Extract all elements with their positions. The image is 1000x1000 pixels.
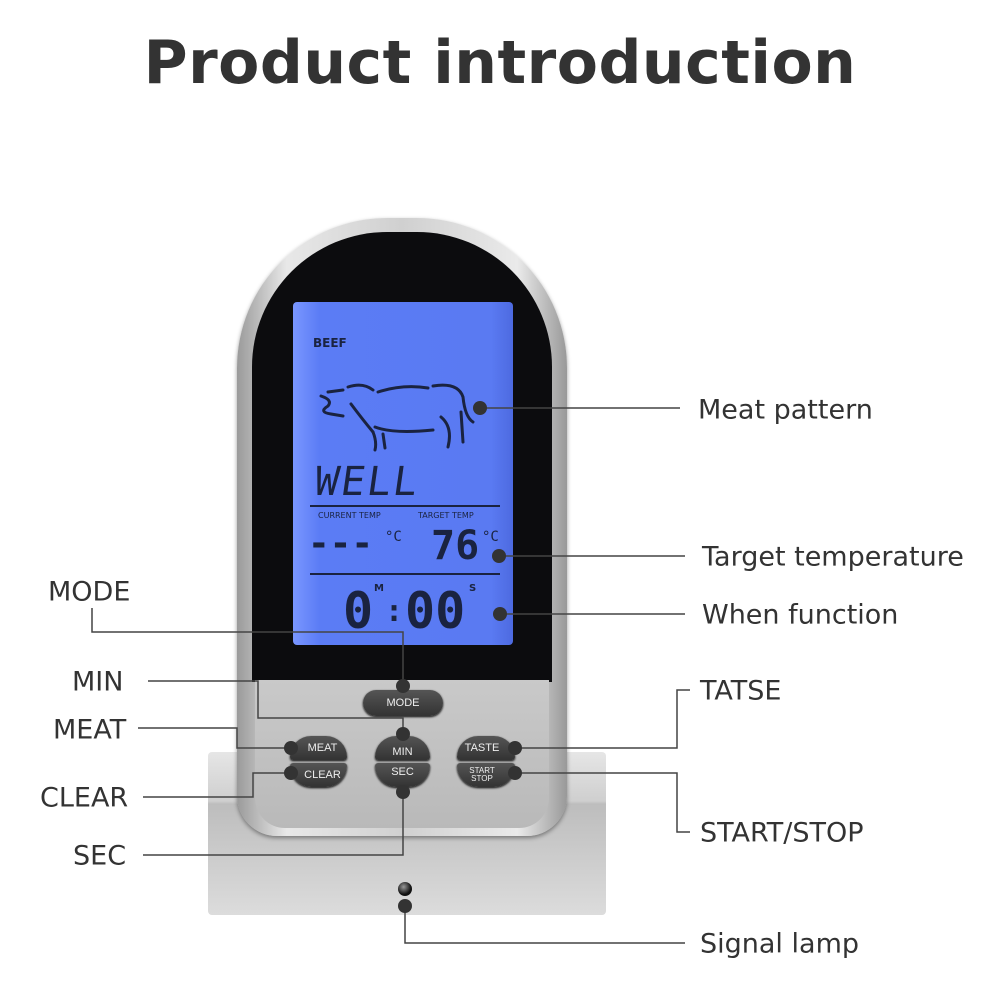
label-meat-pattern: Meat pattern	[698, 394, 873, 426]
current-temp-value: ---	[308, 523, 374, 564]
callout-line-mode	[91, 608, 404, 686]
callout-line-min	[148, 680, 404, 734]
start-label: START	[469, 766, 495, 775]
callout-dot	[508, 766, 522, 780]
page-title: Product introduction	[143, 28, 857, 98]
cow-icon	[319, 383, 475, 452]
label-meat: MEAT	[53, 714, 127, 746]
start-stop-button[interactable]: START STOP	[457, 763, 515, 787]
current-temp-label: CURRENT TEMP	[318, 511, 381, 520]
callout-line-taste	[515, 689, 690, 749]
target-temp-unit: °C	[482, 529, 499, 545]
callout-dot	[508, 741, 522, 755]
lcd-screen: BEEF WELL CURRENT TEMP TARGET TEMP --- °…	[293, 302, 513, 645]
signal-lamp	[398, 882, 412, 896]
target-temp-value: 76	[431, 523, 480, 569]
callout-line-meat	[138, 727, 291, 749]
callout-dot	[396, 679, 410, 693]
timer-minutes: 0	[343, 582, 374, 640]
clear-button[interactable]: CLEAR	[290, 763, 347, 787]
mode-button[interactable]: MODE	[363, 690, 443, 716]
timer-seconds: 00	[405, 582, 466, 640]
callout-dot	[284, 766, 298, 780]
callout-dot	[493, 607, 507, 621]
callout-line-clear	[143, 772, 291, 798]
label-clear: CLEAR	[40, 782, 129, 814]
label-sec: SEC	[73, 840, 127, 872]
label-min: MIN	[72, 666, 124, 698]
callout-dot	[396, 785, 410, 799]
second-mark: S	[469, 583, 477, 594]
callout-dot	[492, 549, 506, 563]
callout-dot	[473, 401, 487, 415]
divider	[310, 573, 500, 575]
target-temp-label: TARGET TEMP	[418, 511, 474, 520]
callout-dot	[398, 899, 412, 913]
sec-button[interactable]: SEC	[375, 763, 430, 787]
minute-mark: M	[374, 583, 384, 594]
callout-line-signal-lamp	[404, 906, 685, 944]
stop-label: STOP	[471, 774, 493, 783]
callout-line-sec	[143, 792, 404, 856]
callout-line-start-stop	[515, 772, 690, 833]
current-temp-unit: °C	[385, 529, 402, 545]
label-start-stop: START/STOP	[700, 817, 864, 849]
divider	[310, 505, 500, 507]
timer-colon: :	[385, 594, 404, 629]
label-signal-lamp: Signal lamp	[700, 928, 860, 960]
label-when-function: When function	[702, 599, 899, 631]
taste-button[interactable]: TASTE	[457, 736, 515, 760]
label-taste: TATSE	[700, 675, 782, 707]
callout-dot	[284, 741, 298, 755]
meat-button[interactable]: MEAT	[290, 736, 347, 760]
callout-dot	[396, 727, 410, 741]
meat-type: BEEF	[313, 336, 347, 350]
label-mode: MODE	[48, 576, 131, 608]
label-target-temperature: Target temperature	[702, 541, 964, 573]
